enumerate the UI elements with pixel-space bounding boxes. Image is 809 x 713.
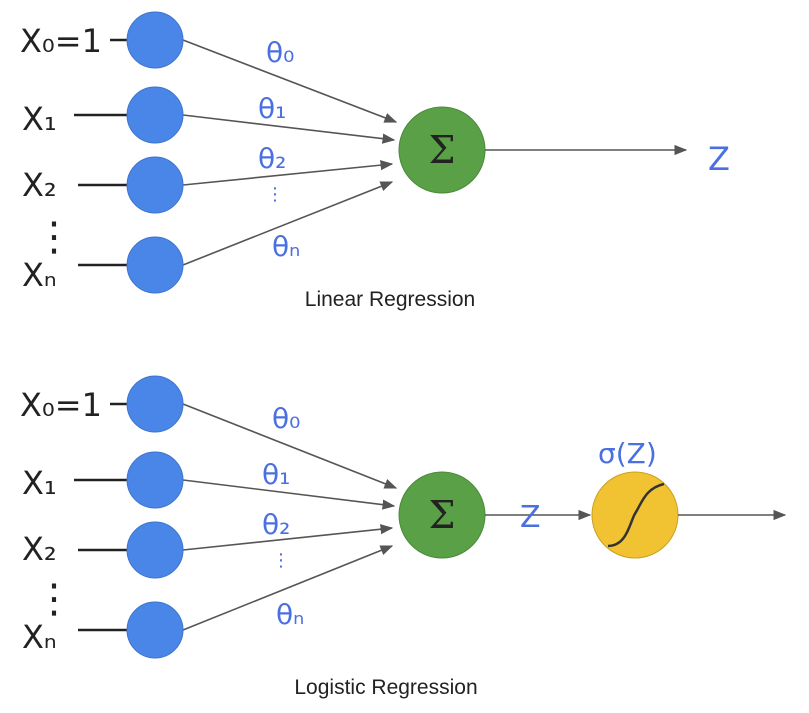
- linear-weight-arrow: [182, 181, 394, 266]
- logistic-weight-arrow: [182, 403, 398, 489]
- logistic-weight-thetan: θₙ: [276, 598, 304, 631]
- linear-input-node: [126, 11, 184, 69]
- logistic-weight-arrow: [182, 479, 396, 510]
- logistic-weight-arrow: [182, 545, 394, 631]
- logistic-weight-dots: ⋮: [272, 550, 290, 571]
- linear-caption: Linear Regression: [305, 288, 475, 311]
- linear-input-node: [126, 86, 184, 144]
- logistic-weight-theta0: θ₀: [272, 402, 300, 435]
- linear-weight-theta2: θ₂: [258, 142, 286, 175]
- linear-weight-thetan: θₙ: [272, 230, 300, 263]
- linear-weight-arrow: [182, 114, 396, 144]
- logistic-input-node: [126, 601, 184, 659]
- linear-weight-dots: ⋮: [266, 184, 284, 205]
- logistic-weight-theta2: θ₂: [262, 508, 290, 541]
- linear-weight-arrow: [182, 160, 394, 186]
- logistic-input-label-x1: X₁: [22, 464, 57, 502]
- linear-weight-arrow: [182, 39, 398, 123]
- sigmoid-curve-icon: [607, 482, 665, 548]
- linear-input-label-x0: X₀=1: [20, 22, 102, 60]
- logistic-input-label-x0: X₀=1: [20, 386, 102, 424]
- logistic-z-label: Z: [520, 500, 541, 535]
- logistic-weight-arrow: [182, 524, 394, 551]
- logistic-input-label-x2: X₂: [22, 530, 57, 568]
- logistic-caption: Logistic Regression: [294, 676, 477, 699]
- linear-input-label-xn: Xₙ: [22, 256, 57, 294]
- linear-input-dots: ⋮: [34, 214, 74, 260]
- logistic-input-node: [126, 451, 184, 509]
- linear-sigma-symbol: Σ: [429, 128, 456, 172]
- logistic-sigmoid-label: σ(Z): [598, 437, 657, 470]
- linear-input-label-x1: X₁: [22, 100, 57, 138]
- linear-input-label-x2: X₂: [22, 166, 57, 204]
- linear-weight-theta1: θ₁: [258, 92, 286, 125]
- linear-regression-diagram: X₀=1 X₁ X₂ ⋮ Xₙ θ₀ θ₁ θ₂ ⋮ θₙ Σ Z Linear: [20, 11, 730, 311]
- logistic-sigma-symbol: Σ: [429, 493, 456, 537]
- logistic-input-node: [126, 521, 184, 579]
- logistic-regression-diagram: X₀=1 X₁ X₂ ⋮ Xₙ θ₀ θ₁ θ₂ ⋮ θₙ Σ Z: [20, 375, 787, 699]
- logistic-input-dots: ⋮: [34, 576, 74, 622]
- logistic-input-label-xn: Xₙ: [22, 618, 57, 656]
- logistic-weight-theta1: θ₁: [262, 458, 290, 491]
- linear-input-node: [126, 156, 184, 214]
- linear-output-z: Z: [708, 140, 730, 178]
- linear-input-node: [126, 236, 184, 294]
- linear-weight-theta0: θ₀: [266, 36, 294, 69]
- logistic-input-node: [126, 375, 184, 433]
